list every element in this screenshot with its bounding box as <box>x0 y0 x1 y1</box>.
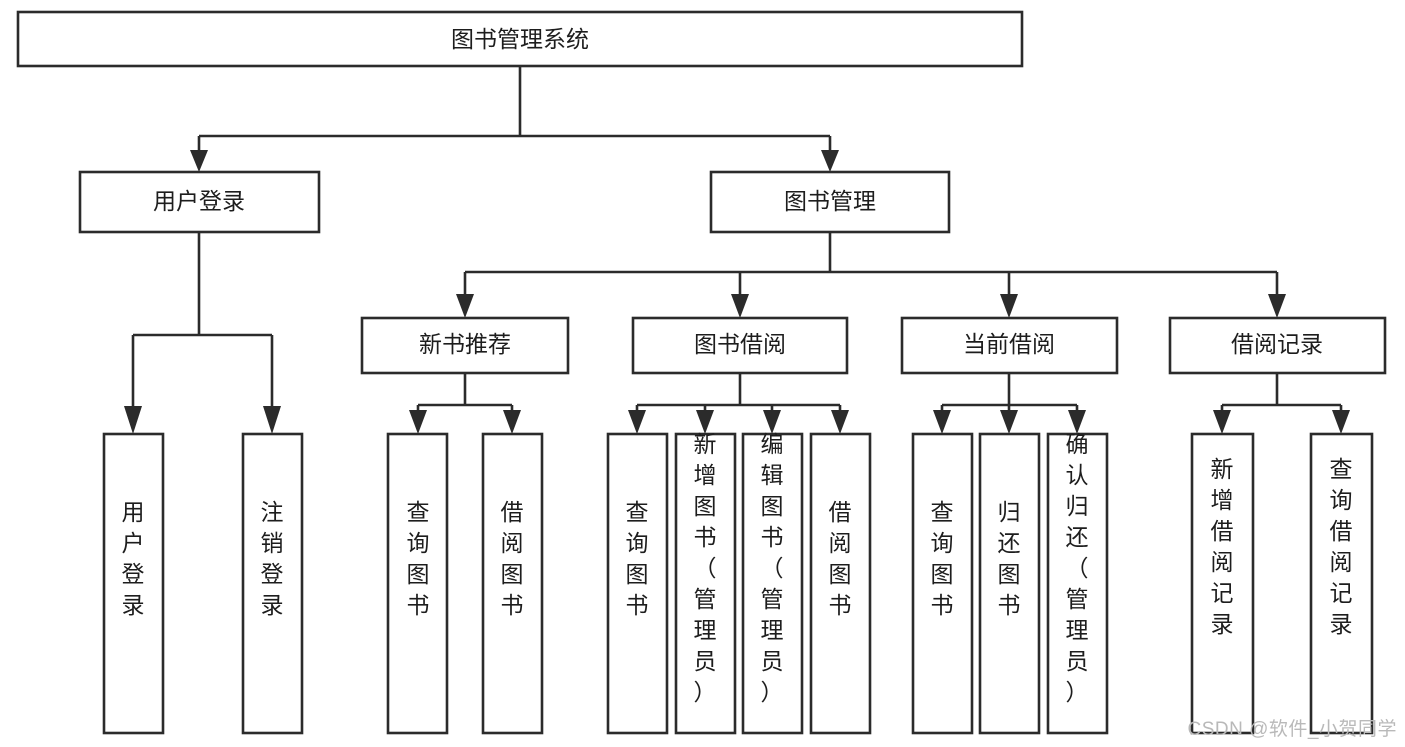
node-borrow-box[interactable] <box>631 316 849 375</box>
arrowhead-leaf13 <box>1332 410 1350 434</box>
node-leaf6-box[interactable] <box>674 432 737 735</box>
node-leaf4-box[interactable] <box>481 432 544 735</box>
node-leaf12-label: 新增借阅记录 <box>1211 456 1234 637</box>
arrowhead-leaf8 <box>831 410 849 434</box>
node-leaf7[interactable]: 编辑图书（管理员） <box>741 431 804 735</box>
arrowhead-leaf6 <box>696 410 714 434</box>
node-bookmgmt-box[interactable] <box>709 170 951 234</box>
node-leaf8[interactable]: 借阅图书 <box>809 432 872 735</box>
arrowhead-leaf2 <box>263 406 281 434</box>
node-leaf12[interactable]: 新增借阅记录 <box>1190 432 1255 735</box>
node-login-box[interactable] <box>78 170 321 234</box>
node-leaf1[interactable]: 用户登录 <box>102 432 165 735</box>
arrowhead-leaf7 <box>763 410 781 434</box>
node-leaf13[interactable]: 查询借阅记录 <box>1309 432 1374 735</box>
node-leaf10-box[interactable] <box>978 432 1041 735</box>
node-leaf5[interactable]: 查询图书 <box>606 432 669 735</box>
node-leaf6[interactable]: 新增图书（管理员） <box>674 431 737 735</box>
node-leaf4-label: 借阅图书 <box>501 499 524 618</box>
node-current-box[interactable] <box>900 316 1119 375</box>
node-bookmgmt[interactable]: 图书管理 <box>709 170 951 234</box>
node-borrow-label: 图书借阅 <box>694 331 786 357</box>
node-leaf2[interactable]: 注销登录 <box>241 432 304 735</box>
node-records-label: 借阅记录 <box>1231 331 1323 357</box>
node-leaf7-label: 编辑图书（管理员） <box>761 431 784 705</box>
connector-layer <box>124 66 1350 434</box>
node-root-label: 图书管理系统 <box>451 26 589 52</box>
arrowhead-newbook <box>456 294 474 318</box>
node-current[interactable]: 当前借阅 <box>900 316 1119 375</box>
node-newbook-label: 新书推荐 <box>419 331 511 357</box>
arrowhead-leaf1 <box>124 406 142 434</box>
arrowhead-leaf3 <box>409 410 427 434</box>
node-leaf10[interactable]: 归还图书 <box>978 432 1041 735</box>
arrowhead-borrow <box>731 294 749 318</box>
node-leaf2-box[interactable] <box>241 432 304 735</box>
node-leaf9[interactable]: 查询图书 <box>911 432 974 735</box>
node-leaf7-box[interactable] <box>741 432 804 735</box>
node-leaf5-box[interactable] <box>606 432 669 735</box>
arrowhead-current <box>1000 294 1018 318</box>
arrowhead-bookmgmt <box>821 150 839 172</box>
node-leaf2-label: 注销登录 <box>261 499 284 618</box>
node-current-label: 当前借阅 <box>963 331 1055 357</box>
arrowhead-leaf5 <box>628 410 646 434</box>
node-leaf13-box[interactable] <box>1309 432 1374 735</box>
node-login[interactable]: 用户登录 <box>78 170 321 234</box>
node-leaf6-label: 新增图书（管理员） <box>694 431 717 705</box>
node-leaf3[interactable]: 查询图书 <box>386 432 449 735</box>
node-leaf9-label: 查询图书 <box>931 499 954 618</box>
arrowhead-leaf4 <box>503 410 521 434</box>
node-leaf11-label: 确认归还（管理员） <box>1066 431 1089 705</box>
arrowhead-leaf11 <box>1068 410 1086 434</box>
node-records[interactable]: 借阅记录 <box>1168 316 1387 375</box>
node-leaf4[interactable]: 借阅图书 <box>481 432 544 735</box>
node-borrow[interactable]: 图书借阅 <box>631 316 849 375</box>
node-records-box[interactable] <box>1168 316 1387 375</box>
node-newbook[interactable]: 新书推荐 <box>360 316 570 375</box>
node-leaf8-label: 借阅图书 <box>829 499 852 618</box>
node-newbook-box[interactable] <box>360 316 570 375</box>
node-leaf5-label: 查询图书 <box>626 499 649 618</box>
node-leaf13-label: 查询借阅记录 <box>1330 456 1353 637</box>
node-leaf8-box[interactable] <box>809 432 872 735</box>
node-leaf11[interactable]: 确认归还（管理员） <box>1046 431 1109 735</box>
node-leaf3-label: 查询图书 <box>407 499 430 618</box>
node-leaf1-label: 用户登录 <box>122 499 145 618</box>
node-leaf11-box[interactable] <box>1046 432 1109 735</box>
node-root-box[interactable] <box>16 10 1024 68</box>
node-leaf12-box[interactable] <box>1190 432 1255 735</box>
arrowhead-leaf10 <box>1000 410 1018 434</box>
arrowhead-leaf9 <box>933 410 951 434</box>
node-leaf1-box[interactable] <box>102 432 165 735</box>
node-root[interactable]: 图书管理系统 <box>16 10 1024 68</box>
arrowhead-leaf12 <box>1213 410 1231 434</box>
node-leaf9-box[interactable] <box>911 432 974 735</box>
node-leaf3-box[interactable] <box>386 432 449 735</box>
node-login-label: 用户登录 <box>153 188 245 214</box>
node-bookmgmt-label: 图书管理 <box>784 188 876 214</box>
node-leaf10-label: 归还图书 <box>998 499 1021 618</box>
arrowhead-login <box>190 150 208 172</box>
arrowhead-records <box>1268 294 1286 318</box>
